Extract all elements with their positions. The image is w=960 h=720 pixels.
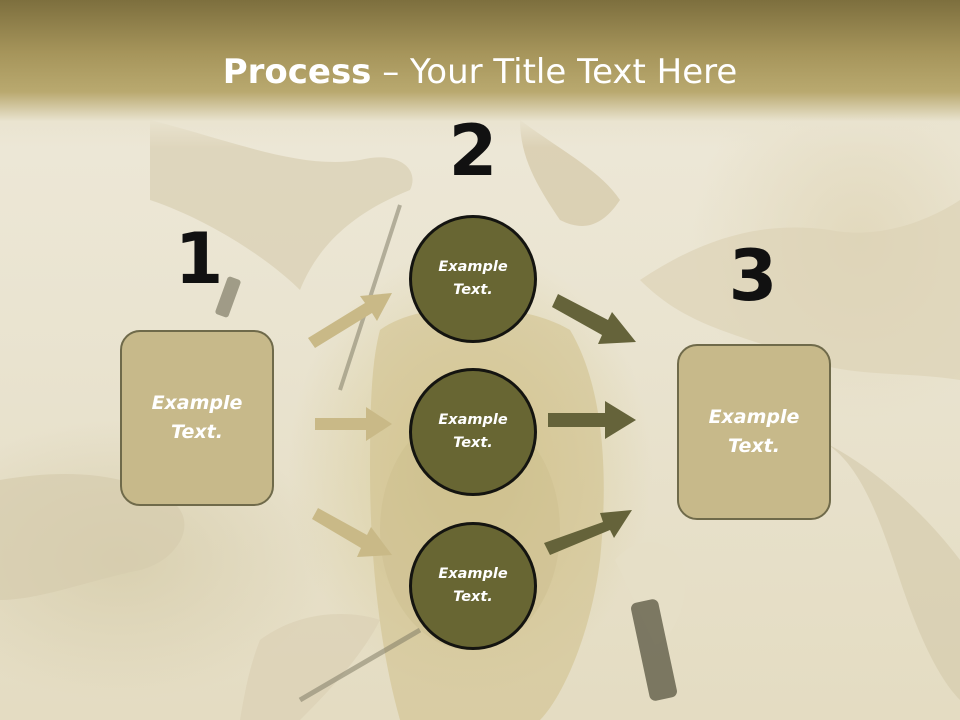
step-number-2: 2 <box>448 110 498 192</box>
step-3-text: Example Text. <box>708 406 800 457</box>
arrow-top-to-3 <box>552 294 636 344</box>
arrow-1-to-bottom <box>312 508 392 557</box>
step-2-circle-bottom: Example Text. <box>409 522 537 650</box>
title-bar <box>0 0 960 148</box>
step-3-box: Example Text. <box>677 344 831 520</box>
step-number-3: 3 <box>728 235 778 317</box>
slide-title: Process – Your Title Text Here <box>0 52 960 92</box>
arrow-1-to-middle <box>315 407 392 441</box>
title-rest: – Your Title Text Here <box>371 52 738 92</box>
step-2-circle-middle: Example Text. <box>409 368 537 496</box>
arrow-middle-to-3 <box>548 401 636 439</box>
step-1-text: Example Text. <box>151 392 243 443</box>
step-1-box: Example Text. <box>120 330 274 506</box>
step-2-circle-top: Example Text. <box>409 215 537 343</box>
arrow-1-to-top <box>308 293 392 348</box>
step-2-middle-text: Example Text. <box>438 412 508 451</box>
left-arrows <box>308 293 392 557</box>
step-2-top-text: Example Text. <box>438 259 508 298</box>
arrow-bottom-to-3 <box>544 510 632 555</box>
right-arrows <box>544 294 636 555</box>
step-2-bottom-text: Example Text. <box>438 566 508 605</box>
title-bold: Process <box>222 52 372 92</box>
step-number-1: 1 <box>174 218 224 300</box>
